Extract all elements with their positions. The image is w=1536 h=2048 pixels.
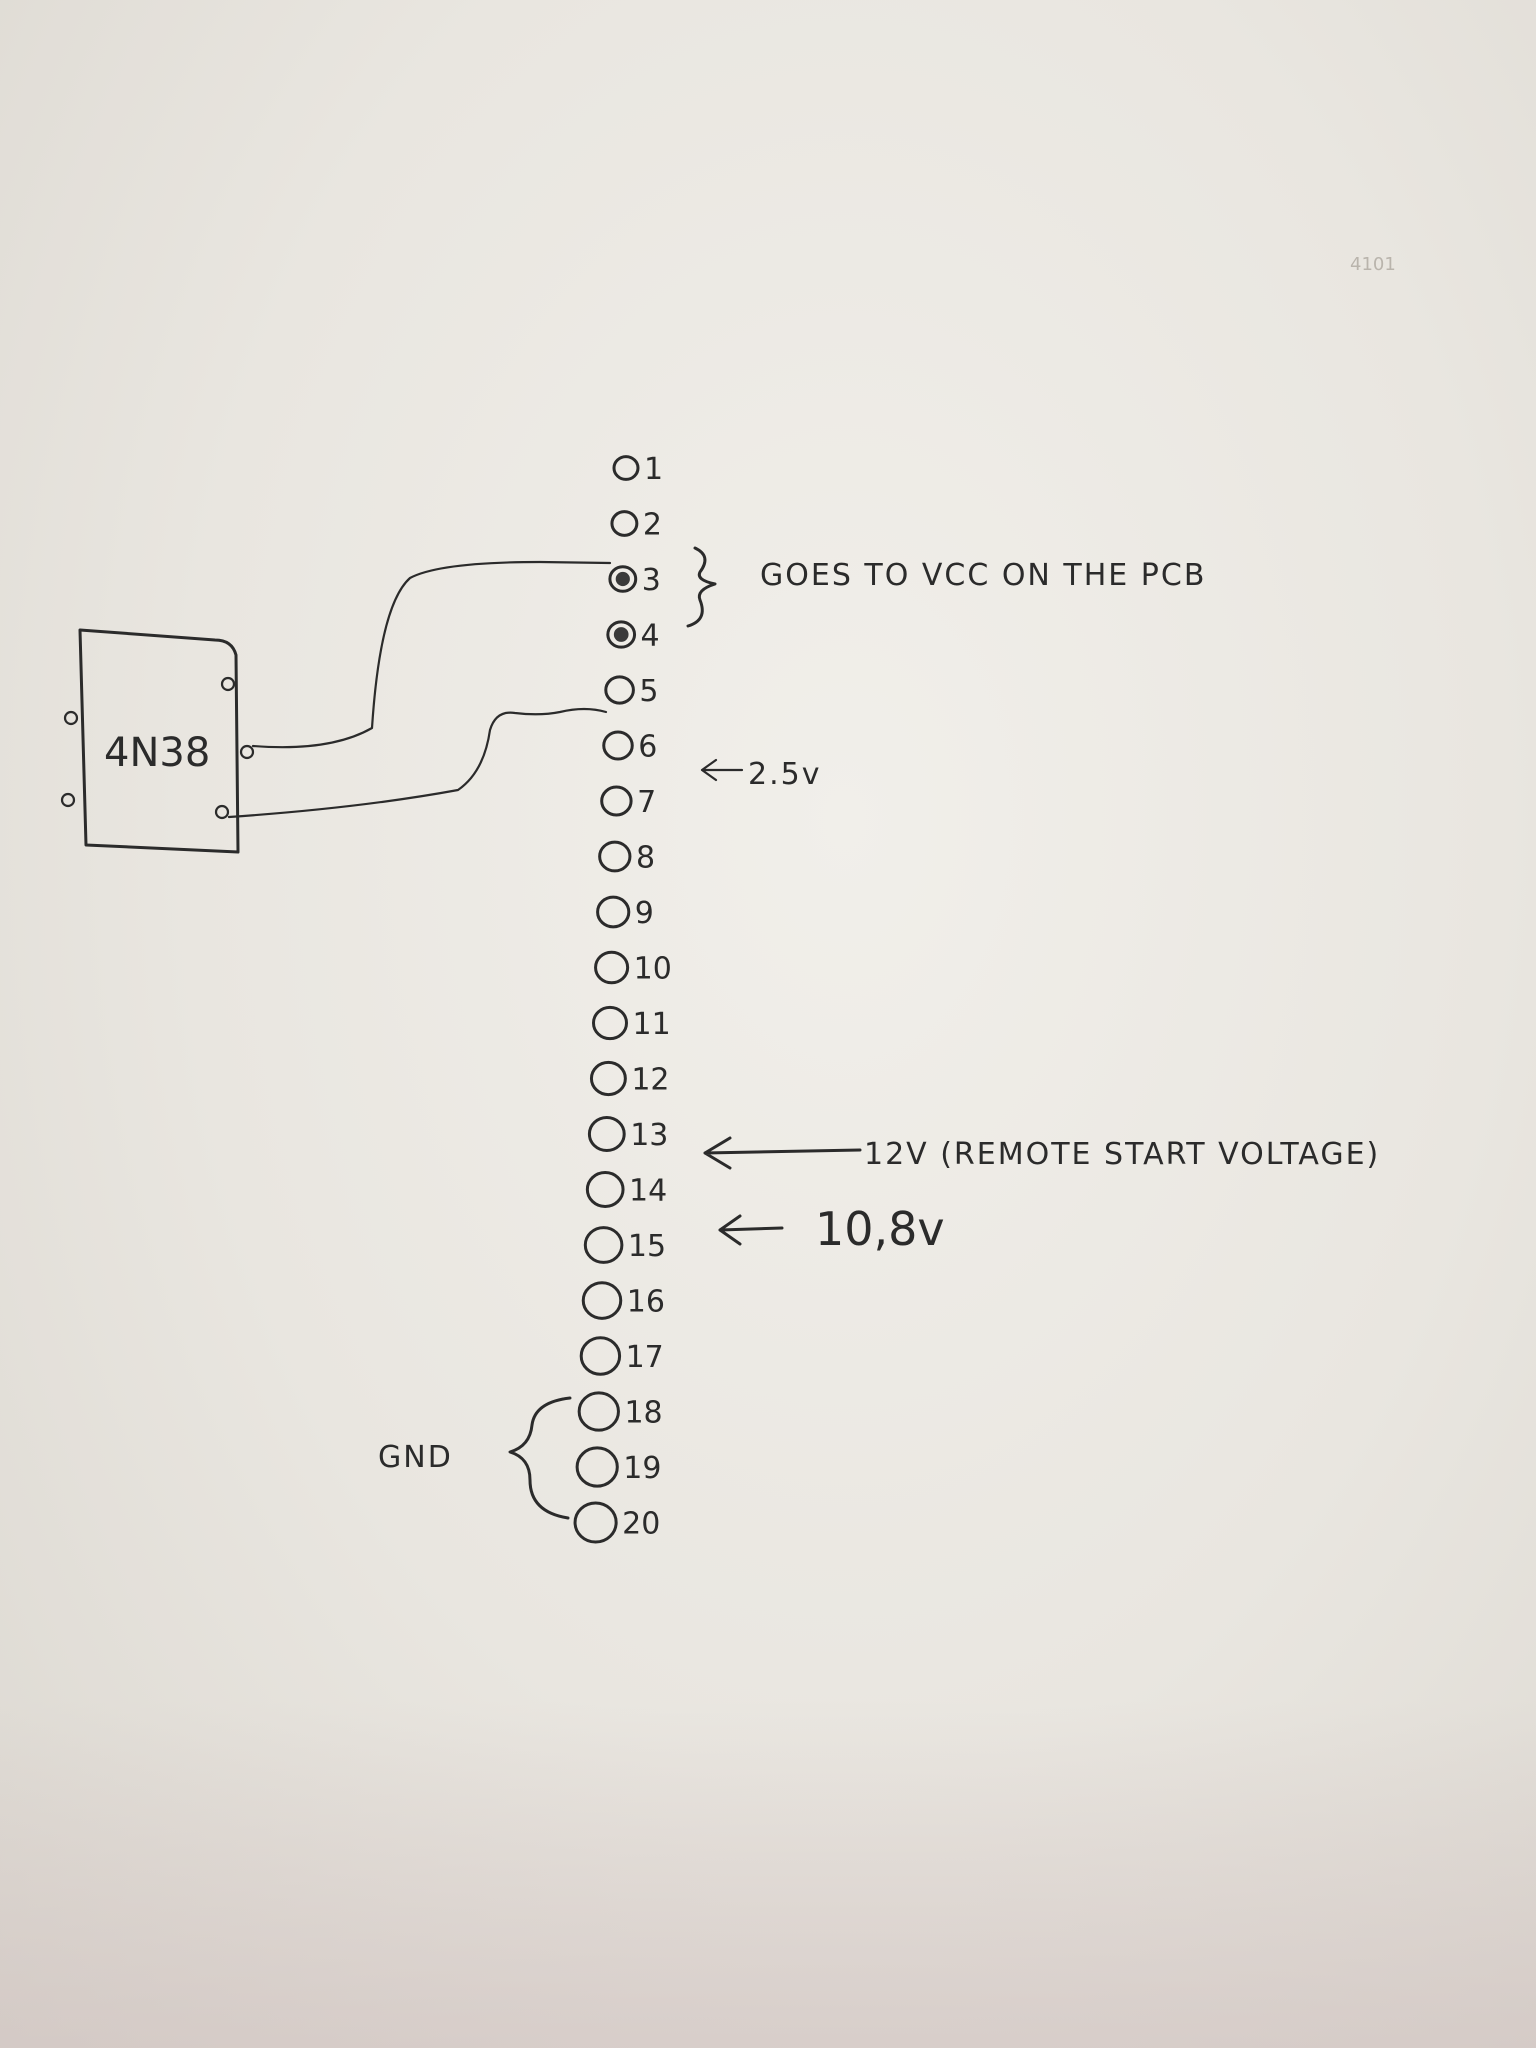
pin-7-hole [600, 785, 633, 817]
pin-6-number: 6 [638, 730, 657, 765]
chip-pin-top-right [220, 676, 236, 692]
pin-9-hole [596, 895, 631, 929]
pin-4-solder-dot [613, 627, 629, 642]
wire-chip-to-pin3 [251, 560, 612, 749]
pin-4-hole [606, 620, 637, 649]
pin-2-hole [610, 510, 639, 537]
wire-chip-to-pin6 [227, 707, 608, 819]
pin-14-hole [585, 1171, 625, 1208]
pin-4-number: 4 [641, 619, 660, 654]
pin-14-number: 14 [629, 1174, 667, 1209]
chip-label: 4N38 [104, 730, 210, 776]
chip-body [78, 628, 240, 854]
pin-11-number: 11 [633, 1007, 671, 1042]
chip-pin-right-lower [214, 804, 230, 820]
pin-15-number: 15 [628, 1229, 666, 1264]
pin-8-number: 8 [636, 841, 655, 876]
pin-18-hole [577, 1391, 620, 1432]
pin-12-hole [589, 1060, 627, 1097]
pin-7-number: 7 [637, 785, 656, 820]
gnd-label: GND [378, 1440, 453, 1475]
pin-16-number: 16 [627, 1285, 665, 1320]
gnd-brace [508, 1396, 572, 1520]
pin-17-number: 17 [626, 1340, 664, 1375]
pin-15-hole [583, 1226, 624, 1264]
pin-6-hole [602, 730, 634, 761]
pin-13-number: 13 [630, 1118, 668, 1153]
pin-10-hole [594, 950, 630, 985]
pin-20-number: 20 [622, 1507, 660, 1542]
pin-10-number: 10 [634, 952, 672, 987]
pin-16-hole [581, 1281, 623, 1320]
chip-4n38: 4N38 [60, 628, 255, 854]
margin-mark: 4101 [1350, 254, 1396, 275]
pin7-voltage: 2.5v [748, 757, 821, 792]
pin-18-number: 18 [624, 1396, 662, 1431]
pin16-voltage: 10,8v [815, 1202, 945, 1256]
pin-13-hole [587, 1115, 626, 1153]
pin-3-solder-dot [615, 571, 630, 587]
pin16-arrow [718, 1214, 784, 1246]
pin-3-hole [608, 565, 638, 593]
pin15-voltage: 12V (REMOTE START VOLTAGE) [864, 1137, 1380, 1172]
pin-9-number: 9 [635, 896, 654, 931]
pin7-arrow [700, 758, 744, 782]
pin-5-hole [604, 675, 635, 705]
chip-pin-left-upper [63, 710, 79, 726]
pin-1-hole [612, 455, 640, 481]
pin-3-number: 3 [642, 563, 661, 598]
pin-2-number: 2 [643, 508, 662, 543]
pin15-arrow [703, 1136, 862, 1170]
pin-11-hole [592, 1005, 628, 1041]
pin-19-number: 19 [623, 1451, 661, 1486]
pin-17-hole [579, 1336, 622, 1376]
pin-19-hole [575, 1446, 619, 1488]
pin-1-number: 1 [644, 452, 663, 487]
pin-5-number: 5 [639, 674, 658, 709]
chip-pin-left-lower [60, 792, 76, 808]
chip-pin-right-upper [239, 744, 255, 760]
pin-20-hole [573, 1501, 618, 1544]
vcc-note: GOES TO VCC ON THE PCB [760, 558, 1206, 593]
vcc-brace [686, 546, 717, 628]
pin-12-number: 12 [631, 1063, 669, 1098]
pin-8-hole [598, 840, 632, 873]
